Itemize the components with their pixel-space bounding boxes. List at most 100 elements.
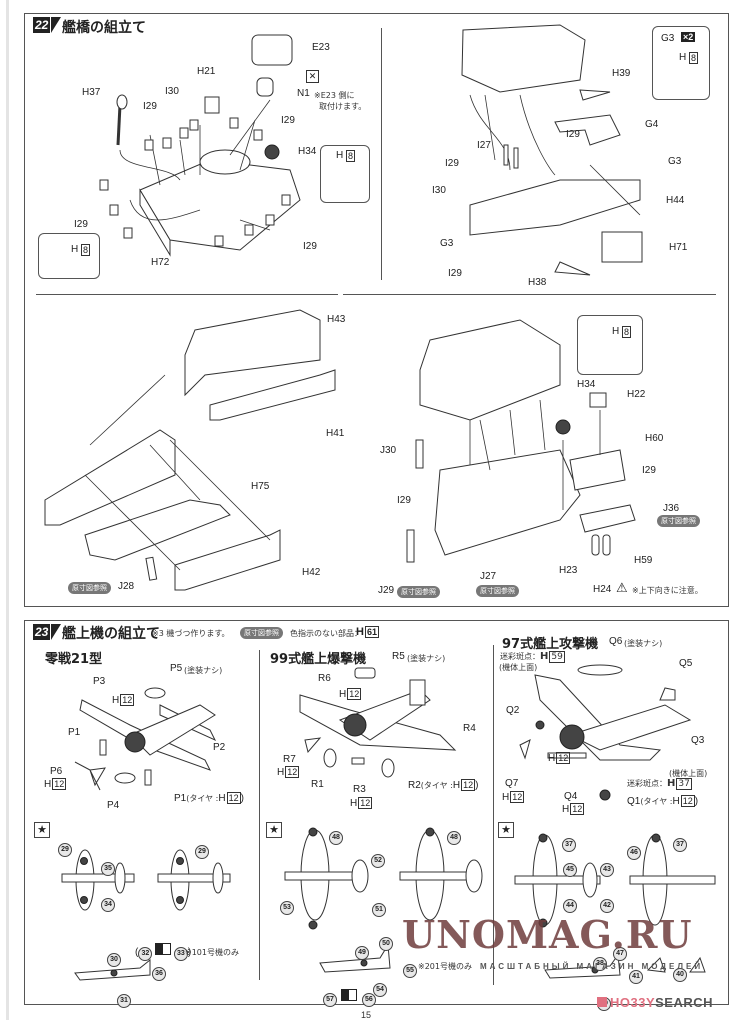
hobby-search-hobby: HO33Y — [610, 995, 656, 1010]
decal-star-icon: ★ — [498, 822, 514, 838]
val-decal-51: 51 — [372, 898, 386, 917]
page-number: 15 — [361, 1010, 372, 1020]
color-code: 8 — [689, 52, 699, 64]
label-h38: H38 — [528, 277, 547, 288]
color-code: 12 — [285, 766, 300, 778]
kate-title: 97式艦上攻撃機 — [502, 637, 599, 652]
part-id: P1 — [174, 793, 187, 804]
label-h44: H44 — [666, 195, 685, 206]
label-h34-upper: H34 — [298, 146, 317, 157]
label-h41: H41 — [326, 428, 345, 439]
hobby-search-search: SEARCH — [655, 995, 714, 1010]
color-prefix: H — [548, 753, 556, 764]
watermark-unomag-subtitle: МАСШТАБНЫЙ МАГАЗИН МОДЕЛЕЙ — [480, 962, 704, 971]
step-22-number: 22 — [33, 17, 51, 33]
part-h75-assembly-drawing — [44, 429, 176, 526]
step-23-divider-1 — [259, 650, 260, 980]
part-bridge-upper-drawing — [461, 24, 586, 93]
color-code: 61 — [364, 626, 379, 638]
zero-decal-29b: 29 — [195, 840, 209, 859]
zero-decal-29: 29 — [58, 838, 72, 857]
label-i29-ur-3: I29 — [448, 268, 462, 279]
label-i27: I27 — [477, 140, 491, 151]
tire-note: (タイヤ : — [640, 797, 673, 806]
val-decal-52: 52 — [371, 849, 385, 868]
color-code-box: 8 — [621, 326, 632, 338]
part-j29-drawing — [406, 529, 415, 563]
val-decal-views — [284, 827, 483, 973]
note-h24-orientation: ※上下向きに注意。 — [632, 586, 703, 595]
decal-number: 57 — [323, 992, 337, 1007]
decal-number: 56 — [361, 992, 376, 1007]
no-glue-icon: ✕ — [306, 70, 319, 83]
zero-decal-35: 35 — [101, 857, 115, 876]
kate-decal-45: 45 — [563, 858, 577, 877]
label-r4: R4 — [463, 723, 476, 734]
color-prefix: H — [562, 804, 570, 815]
part-h43-drawing — [184, 309, 321, 397]
color-code-box: 8 — [80, 244, 91, 256]
step-23-number: 23 — [33, 624, 51, 640]
color-prefix: H — [356, 626, 364, 638]
quantity-badge: ×2 — [681, 32, 696, 42]
kate-decal-37b: 37 — [673, 833, 687, 852]
color-code: 12 — [226, 792, 241, 804]
part-h59-drawing — [579, 504, 636, 533]
label-p3: P3 — [93, 676, 106, 687]
step-22-frame — [24, 13, 729, 607]
label-p4: P4 — [107, 800, 120, 811]
color-prefix: H — [612, 326, 620, 337]
color-prefix: H — [44, 779, 52, 790]
part-e23-drawing — [251, 34, 293, 66]
part-h44-drawing — [469, 179, 641, 236]
decal-number: 36 — [152, 966, 166, 981]
val-decal-54: 54 — [373, 978, 387, 997]
decal-number: 33 — [173, 946, 188, 961]
color-code: 59 — [549, 651, 565, 663]
label-i29-lr-1: I29 — [642, 465, 656, 476]
kate-decal-43: 43 — [600, 858, 614, 877]
label-p5: P5 — [170, 663, 183, 674]
label-r5: R5 — [392, 651, 405, 662]
note-n1-line1: ※E23 側に — [314, 91, 355, 100]
color-prefix: H — [502, 792, 510, 803]
val-decal-53: 53 — [280, 896, 294, 915]
label-g3-left: G3 — [440, 238, 454, 249]
label-h39: H39 — [612, 68, 631, 79]
decal-number: 53 — [280, 900, 294, 915]
page-binding-edge — [6, 0, 9, 1020]
label-j30: J30 — [380, 445, 397, 456]
color-code: 12 — [461, 779, 476, 791]
label-h37: H37 — [82, 87, 101, 98]
val-decal-48b: 48 — [447, 826, 461, 845]
part-id: Q1 — [627, 796, 641, 807]
step-23-quantity-note: ※3 機づつ作ります。 — [152, 629, 230, 638]
color-code: 12 — [120, 694, 135, 706]
label-h71: H71 — [669, 242, 688, 253]
color-code: 12 — [347, 688, 362, 700]
decal-number: 29 — [58, 842, 72, 857]
kate-decal-40: 40 — [673, 963, 687, 982]
label-i30-right: I30 — [432, 185, 446, 196]
kate-assembly-drawing — [519, 664, 692, 801]
step-23-divider-2 — [493, 645, 494, 985]
hobby-search-logo: HO33YSEARCH — [597, 995, 713, 1010]
val-decal-48: 48 — [329, 826, 343, 845]
val-decal-50: 50 — [379, 932, 393, 951]
inset-h34-color: H 8 — [320, 145, 370, 203]
decal-number: 52 — [371, 853, 385, 868]
warning-icon: ⚠ — [616, 580, 628, 595]
color-code-box: 8 — [688, 52, 699, 64]
label-h22: H22 — [627, 389, 646, 400]
color-code: 12 — [358, 797, 373, 809]
part-h71-drawing — [601, 231, 643, 263]
part-h34-lower-drawing — [555, 419, 571, 435]
zero-decal-36: 36 — [152, 962, 166, 981]
decal-number: 55 — [403, 963, 417, 978]
label-p2: P2 — [213, 742, 226, 753]
part-h22-drawing — [589, 392, 607, 408]
